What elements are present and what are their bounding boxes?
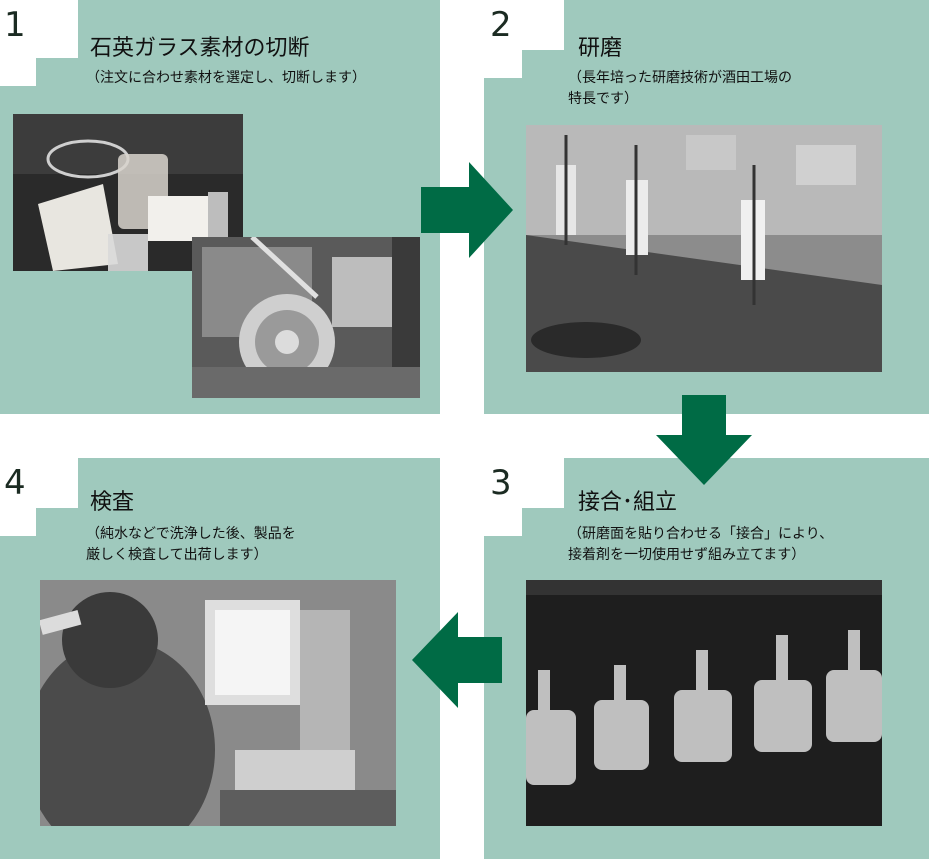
step-3-number: 3 xyxy=(490,463,512,503)
arrow-left-icon xyxy=(412,612,502,708)
step-2-title: 研磨 xyxy=(578,36,623,61)
step-4-subtitle: （純水などで洗浄した後、製品を 厳しく検査して出荷します） xyxy=(86,526,296,563)
step-1-number: 1 xyxy=(4,5,26,45)
step-1-notch-step xyxy=(0,0,36,86)
assembled-cells-photo xyxy=(526,580,882,826)
polishing-photo xyxy=(526,125,882,372)
arrow-right-icon xyxy=(421,162,513,258)
step-2-notch-step xyxy=(484,0,522,78)
step-1-subtitle: （注文に合わせ素材を選定し、切断します） xyxy=(86,70,366,86)
arrow-down-icon xyxy=(656,395,752,485)
step-3-notch-step xyxy=(484,458,522,536)
step-3-title: 接合･組立 xyxy=(578,490,678,515)
inspection-photo xyxy=(40,580,396,826)
cutting-machine-photo xyxy=(192,237,420,398)
quartz-material-photo xyxy=(13,114,243,271)
step-4-notch-step xyxy=(0,458,36,536)
step-2-number: 2 xyxy=(490,5,512,45)
step-2-subtitle: （長年培った研磨技術が酒田工場の 特長です） xyxy=(568,70,792,107)
step-4-title: 検査 xyxy=(90,490,135,515)
step-1-title: 石英ガラス素材の切断 xyxy=(90,36,310,61)
step-4-number: 4 xyxy=(4,463,26,503)
step-3-subtitle: （研磨面を貼り合わせる「接合」により、 接着剤を一切使用せず組み立てます） xyxy=(568,526,834,563)
